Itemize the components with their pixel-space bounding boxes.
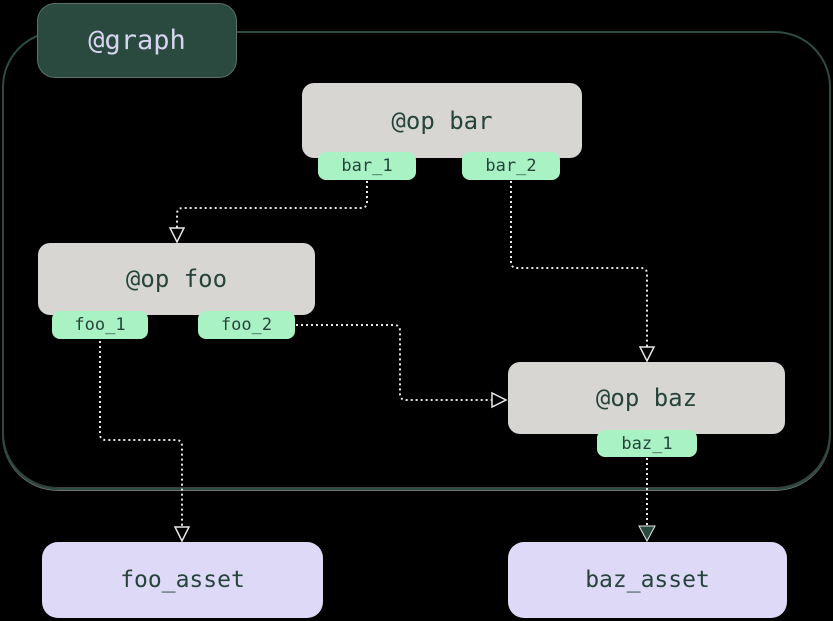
asset-node-foo-asset[interactable]: foo_asset: [42, 542, 323, 618]
graph-boundary: [2, 31, 831, 490]
output-tag-foo-2[interactable]: foo_2: [198, 311, 295, 339]
output-tag-baz-1[interactable]: baz_1: [597, 430, 697, 457]
output-tag-bar-1[interactable]: bar_1: [318, 152, 416, 180]
graph-badge-label: @graph: [88, 25, 186, 56]
output-tag-bar-2[interactable]: bar_2: [462, 152, 560, 180]
output-tag-foo-1[interactable]: foo_1: [52, 311, 148, 339]
asset-node-baz-asset[interactable]: baz_asset: [508, 542, 787, 618]
op-node-label: @op foo: [125, 265, 228, 293]
output-tag-label: bar_1: [341, 156, 393, 176]
asset-node-label: baz_asset: [585, 567, 710, 593]
graph-badge[interactable]: @graph: [37, 3, 237, 78]
arrowhead-down-icon: [173, 526, 191, 543]
asset-node-label: foo_asset: [120, 567, 245, 593]
output-tag-label: foo_2: [220, 315, 273, 335]
arrowhead-down-filled-icon: [638, 525, 656, 543]
output-tag-label: foo_1: [74, 315, 126, 335]
op-node-bar[interactable]: @op bar: [302, 83, 582, 158]
op-node-baz[interactable]: @op baz: [508, 362, 785, 434]
output-tag-label: bar_2: [485, 156, 537, 176]
output-tag-label: baz_1: [621, 433, 673, 454]
op-node-label: @op baz: [595, 384, 698, 412]
op-node-label: @op bar: [391, 106, 493, 135]
op-node-foo[interactable]: @op foo: [38, 243, 315, 315]
